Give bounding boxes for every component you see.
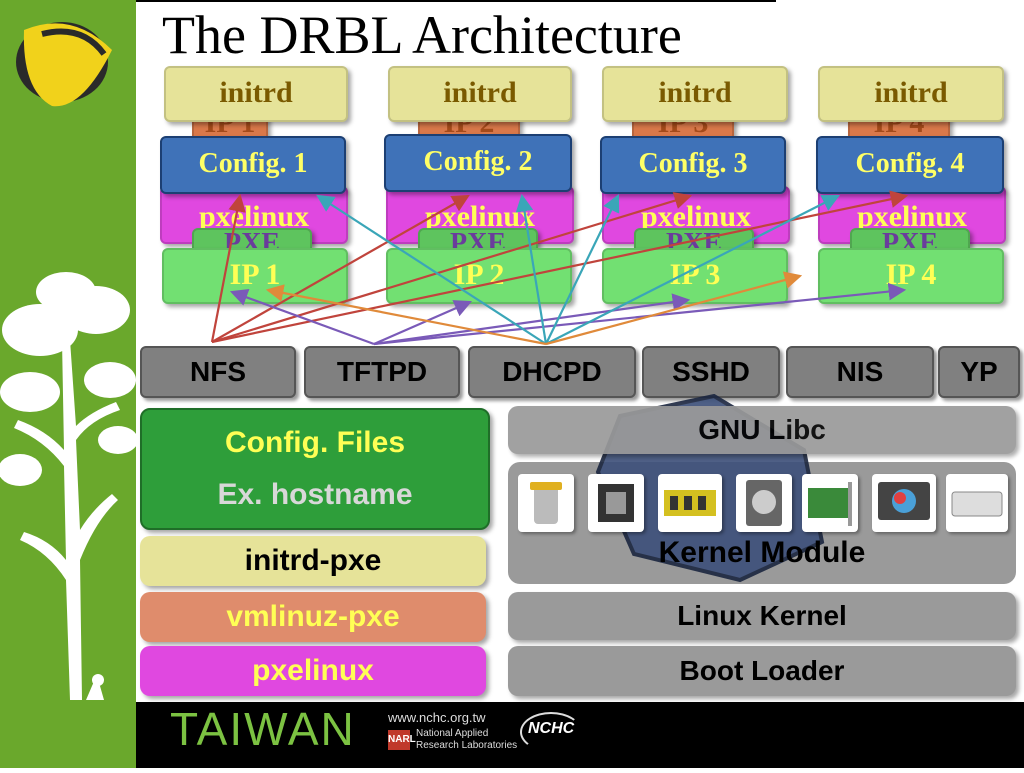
org-line-2: Research Laboratories: [416, 740, 518, 751]
vmlinuz-pxe-box: vmlinuz-pxe: [140, 592, 486, 642]
config-example-label: Ex. hostname: [217, 478, 413, 511]
keyboard-icon: [946, 474, 1008, 532]
memory-card-icon: [658, 474, 722, 532]
client-4-config: Config. 4: [816, 136, 1004, 194]
client-1-config: Config. 1: [160, 136, 346, 194]
config-files-box: Config. Files Ex. hostname: [140, 408, 490, 530]
config-files-label: Config. Files: [225, 426, 405, 459]
gnu-libc-box: GNU Libc: [508, 406, 1016, 454]
page-title: The DRBL Architecture: [162, 5, 682, 65]
service-tftpd: TFTPD: [304, 346, 460, 398]
org-line-1: National Applied: [416, 728, 489, 739]
title-rule: [136, 0, 776, 2]
linux-kernel-box: Linux Kernel: [508, 592, 1016, 640]
service-nis: NIS: [786, 346, 934, 398]
client-1-ip: IP 1: [162, 248, 348, 304]
tree-silhouette: [0, 272, 138, 700]
client-1-initrd: initrd: [164, 66, 348, 122]
taiwan-brand: TAIWAN: [170, 703, 356, 755]
tftpd-arrows: [229, 282, 907, 346]
service-dhcpd: DHCPD: [468, 346, 636, 398]
pxelinux-box: pxelinux: [140, 646, 486, 696]
client-3-initrd: initrd: [602, 66, 788, 122]
client-2-config: Config. 2: [384, 134, 572, 192]
initrd-pxe-box: initrd-pxe: [140, 536, 486, 586]
hard-disk-icon: [736, 474, 792, 532]
cpu-chip-icon: [588, 474, 644, 532]
client-2-initrd: initrd: [388, 66, 572, 122]
dhcpd-arrows: [316, 193, 840, 345]
client-4-initrd: initrd: [818, 66, 1004, 122]
service-nfs: NFS: [140, 346, 296, 398]
sidebar: [0, 0, 138, 768]
nchc-logo: NCHC: [528, 720, 575, 737]
nchc-swoosh-icon: [520, 712, 582, 752]
footer-url: www.nchc.org.tw: [388, 710, 486, 725]
client-3-ip: IP 3: [602, 248, 788, 304]
client-3-config: Config. 3: [600, 136, 786, 194]
network-card-icon: [802, 474, 858, 532]
service-yp: YP: [938, 346, 1020, 398]
service-sshd: SSHD: [642, 346, 780, 398]
nfs-arrows: [210, 190, 909, 344]
trash-bin-icon: [518, 474, 574, 532]
dhcp-ip-arrows: [265, 271, 803, 346]
logo-icon: [16, 22, 112, 107]
kernel-module-label: Kernel Module: [658, 536, 866, 569]
monitor-icon: [872, 474, 936, 532]
boot-loader-box: Boot Loader: [508, 646, 1016, 696]
narl-badge: NARL: [388, 730, 416, 750]
